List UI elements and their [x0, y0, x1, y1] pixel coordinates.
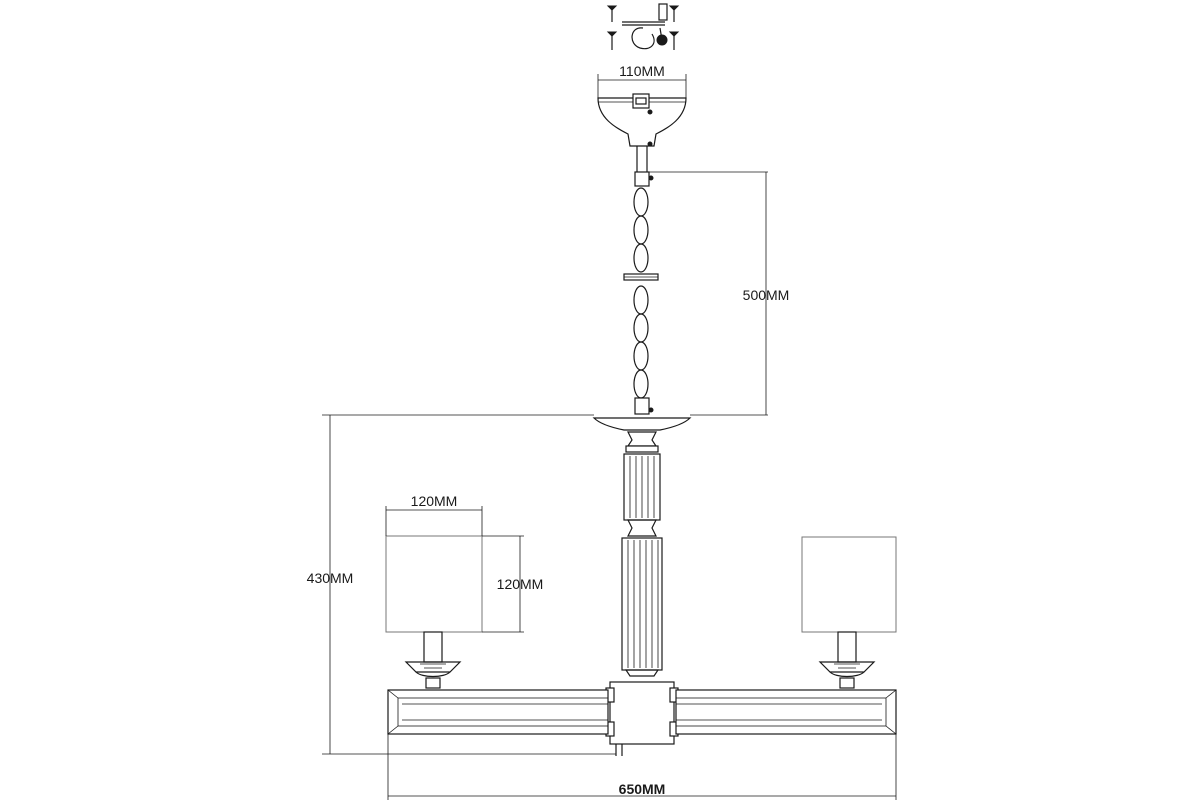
- dimension-overall-width: 650MM: [387, 734, 897, 800]
- screw-icon: [668, 5, 680, 22]
- dimension-label-shade-width: 120MM: [411, 493, 458, 509]
- dimension-chain-length: 500MM: [649, 171, 790, 416]
- chain-links: [623, 187, 659, 399]
- left-arm: [387, 689, 609, 735]
- dimension-label-canopy-width: 110MM: [619, 63, 665, 79]
- dimension-shade-height: 120MM: [482, 535, 544, 633]
- mounting-hardware: [606, 3, 680, 50]
- left-lamp-shade: [385, 535, 483, 689]
- right-arm: [675, 689, 897, 735]
- dimension-body-height: 430MM: [307, 414, 616, 755]
- suspension-chain: [623, 146, 659, 415]
- dimension-shade-width: 120MM: [385, 493, 483, 536]
- dimension-label-overall-width: 650MM: [619, 781, 666, 797]
- right-lamp-shade: [801, 536, 897, 689]
- screw-icon: [606, 31, 618, 50]
- screw-icon: [606, 5, 618, 22]
- ceiling-canopy: [597, 93, 687, 147]
- dimension-label-chain-length: 500MM: [743, 287, 790, 303]
- mounting-bracket: [622, 3, 668, 26]
- central-column: [592, 417, 692, 756]
- dimension-label-shade-height: 120MM: [497, 576, 544, 592]
- dimension-label-body-height: 430MM: [307, 570, 354, 586]
- dimension-canopy-width: 110MM: [597, 63, 687, 98]
- hook-icon: [631, 27, 668, 50]
- screw-icon: [668, 31, 680, 50]
